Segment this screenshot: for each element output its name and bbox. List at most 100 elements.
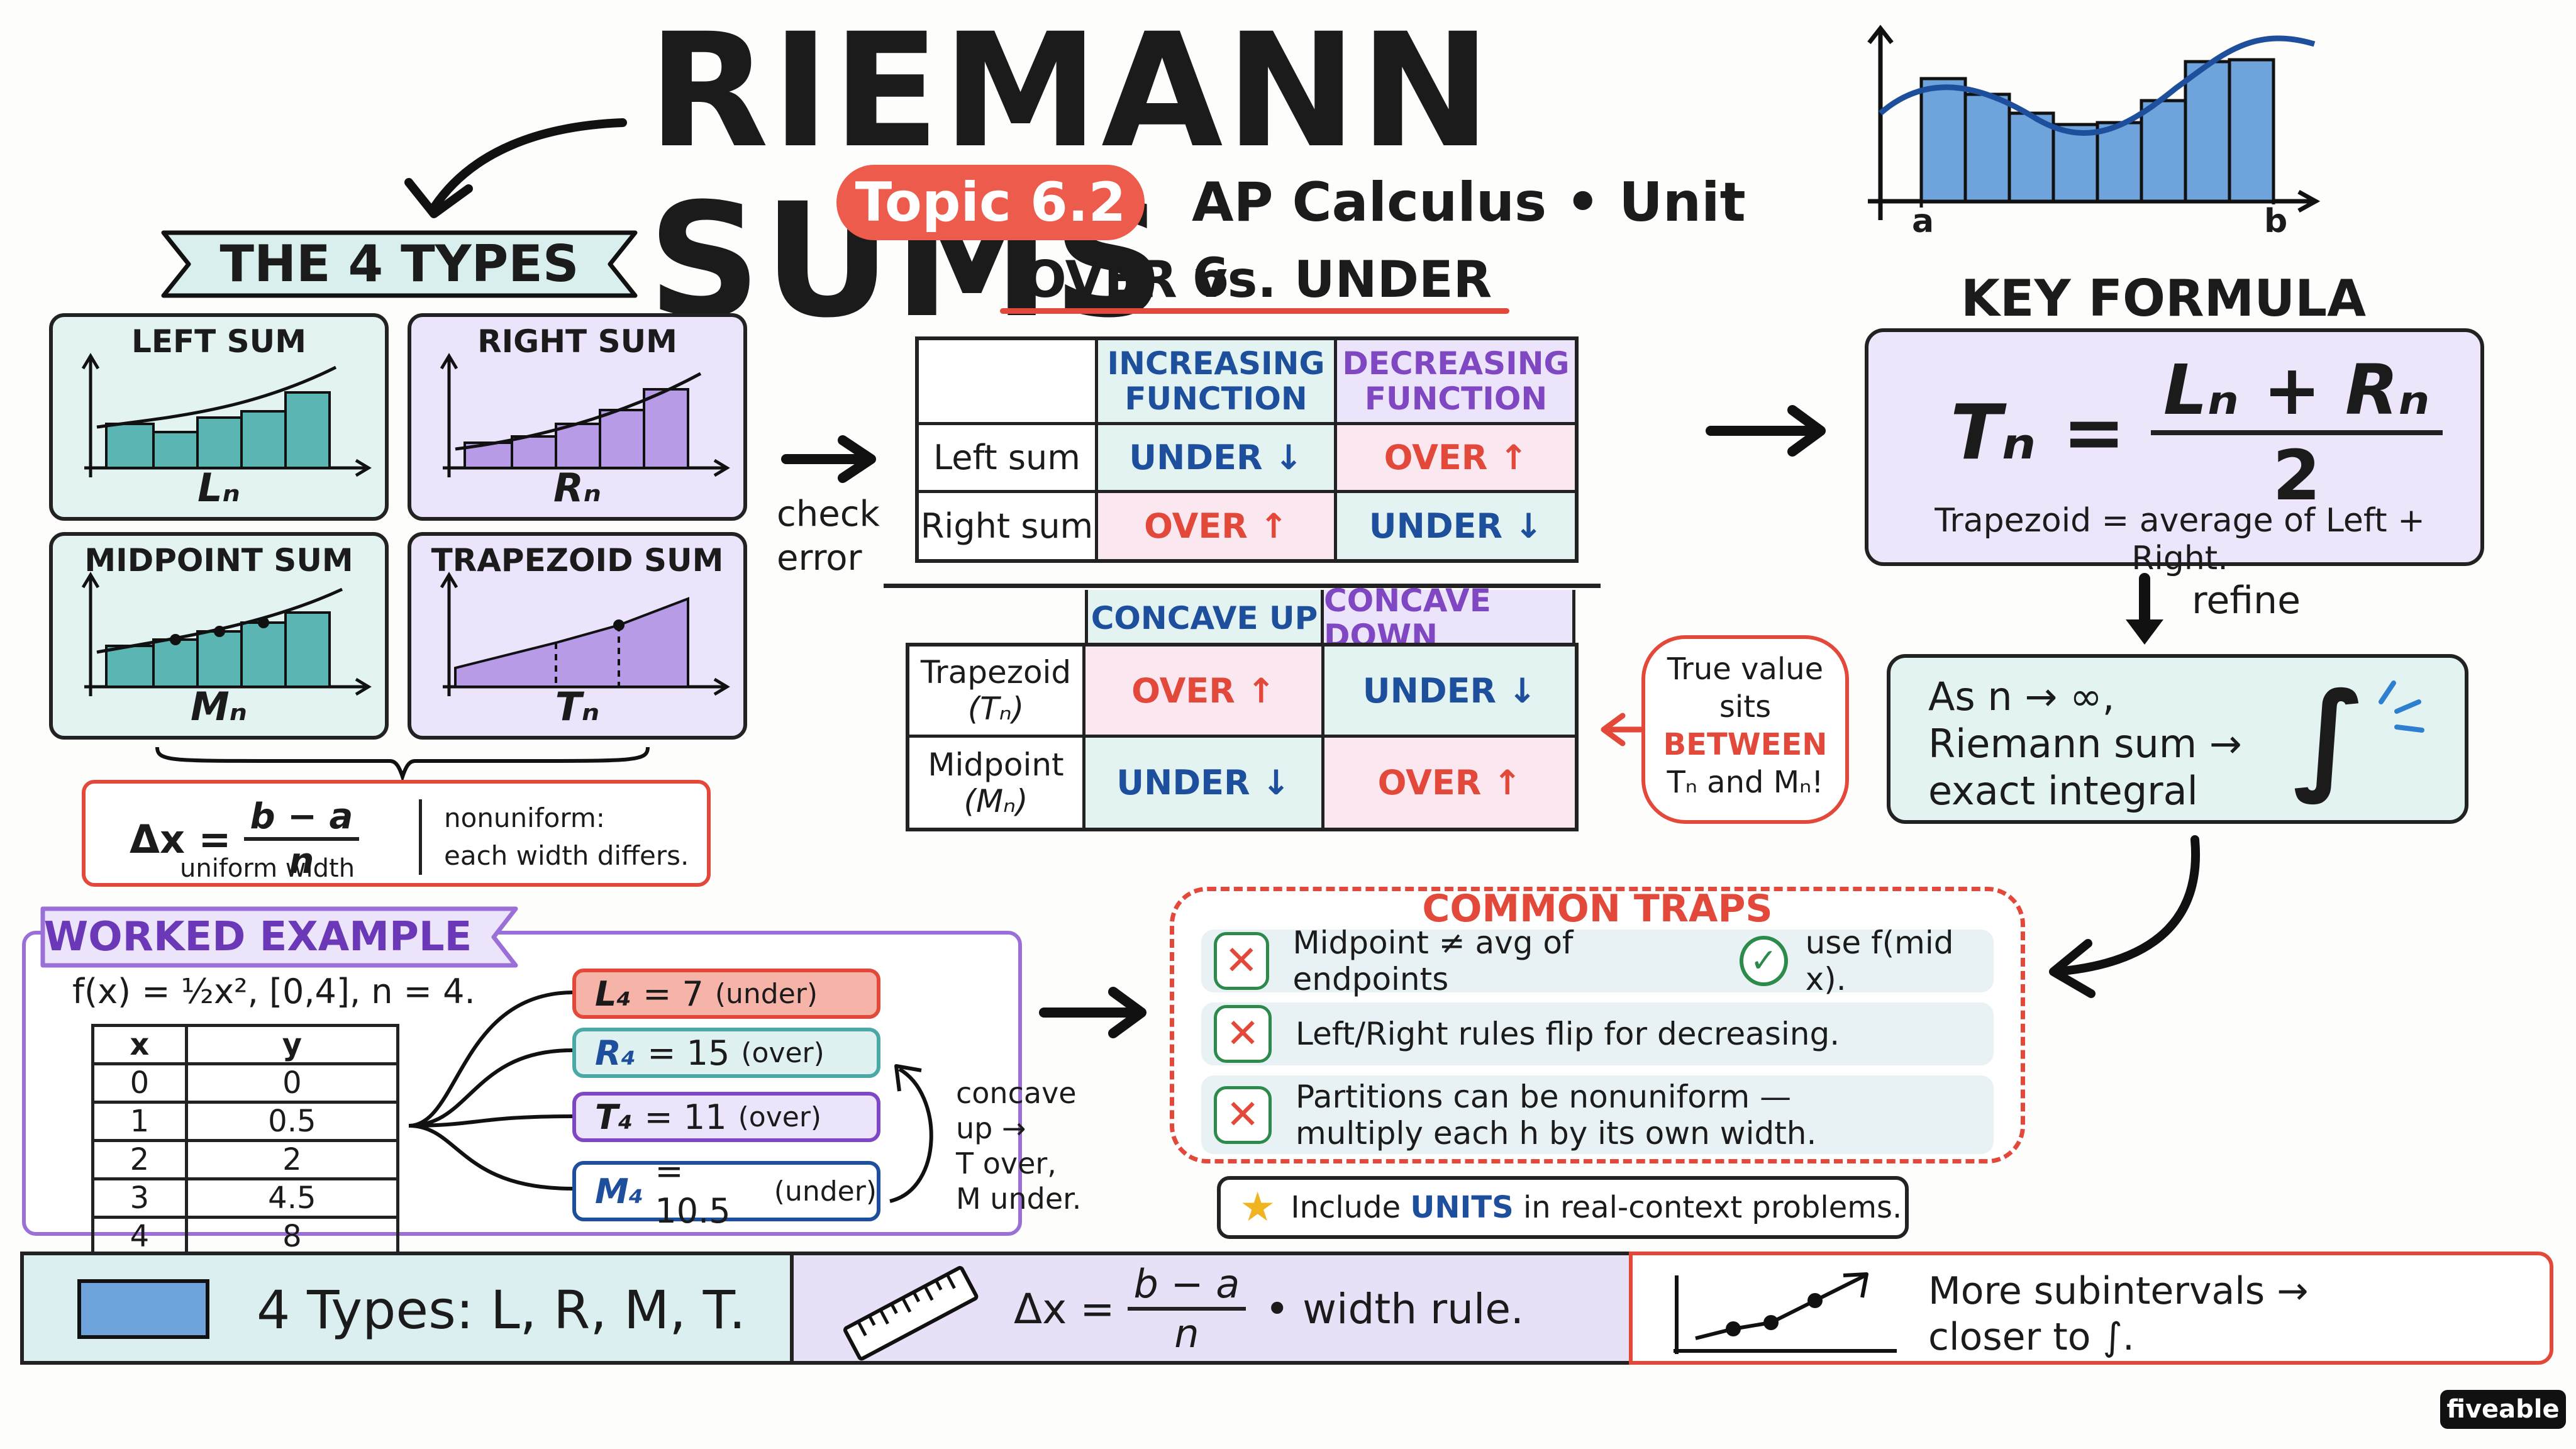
formula-arrow — [1706, 405, 1826, 457]
t1-head-inc-2: FUNCTION — [1124, 380, 1307, 417]
units-word: UNITS — [1410, 1190, 1514, 1225]
worked-problem: f(x) = ½x², [0,4], n = 4. — [72, 972, 475, 1011]
trap-3-text-2: multiply each h by its own width. — [1296, 1114, 1817, 1152]
graph-label-a: a — [1912, 203, 1935, 240]
worked-banner: WORKED EXAMPLE — [43, 914, 472, 960]
t2-row-mid-up: UNDER ↓ — [1085, 738, 1324, 828]
right-sum-graph — [440, 353, 730, 477]
result-t4-sym: T₄ — [595, 1097, 633, 1137]
topic-badge: Topic 6.2 — [836, 165, 1145, 240]
table-cell: 4 — [91, 1216, 188, 1257]
t1-row-right-inc: OVER ↑ — [1098, 493, 1337, 559]
concave-bracket-arrow — [889, 1064, 933, 1203]
trap-3-text: Partitions can be nonuniform — — [1296, 1078, 1792, 1115]
table-cell: 3 — [91, 1177, 188, 1219]
results-bracket — [408, 991, 573, 1191]
t1-row-right-label: Right sum — [919, 493, 1098, 559]
t1-row-left-inc: UNDER ↓ — [1098, 425, 1337, 493]
t2-row-mid-label: Midpoint (Mₙ) — [909, 738, 1085, 828]
result-r4-note: (over) — [741, 1036, 824, 1069]
concave-note-4: M under. — [956, 1182, 1082, 1216]
left-sum-title: LEFT SUM — [131, 323, 307, 360]
convergence-graph-icon — [1674, 1272, 1897, 1354]
t1-row-left-label: Left sum — [919, 425, 1098, 493]
t2-row-trap-label: Trapezoid (Tₙ) — [909, 647, 1085, 738]
worked-banner-shape — [40, 906, 518, 968]
table-cell: 0 — [184, 1062, 400, 1104]
nonuniform-label-2: each width differs. — [444, 840, 689, 871]
footer-more-subintervals: More subintervals → closer to ∫. — [1629, 1252, 2553, 1365]
trap-2-text: Left/Right rules flip for decreasing. — [1296, 1016, 1840, 1052]
table-cell: 0.5 — [184, 1101, 400, 1142]
t2-row-trap-down: UNDER ↓ — [1324, 647, 1575, 738]
result-r4-val: = 15 — [647, 1033, 730, 1073]
sparkle-icon — [2379, 680, 2424, 733]
t2-row-trap-up: OVER ↑ — [1085, 647, 1324, 738]
integral-icon: ∫ — [2293, 667, 2366, 806]
formula-caption: Trapezoid = average of Left + Right. — [1935, 502, 2425, 577]
note-line-2: sits — [1719, 689, 1772, 724]
table-cell: 0 — [91, 1062, 188, 1104]
result-l4: L₄ = 7 (under) — [572, 969, 880, 1019]
note-line-3: BETWEEN — [1663, 727, 1828, 762]
t1-head-increasing: INCREASING FUNCTION — [1098, 340, 1337, 425]
result-m4: M₄ = 10.5 (under) — [572, 1152, 880, 1231]
x-icon: ✕ — [1214, 1085, 1272, 1144]
trap-row-3: ✕ Partitions can be nonuniform — multipl… — [1201, 1075, 1994, 1154]
over-under-title: OVER vs. UNDER — [1023, 250, 1492, 309]
result-r4-sym: R₄ — [595, 1033, 636, 1073]
t2-head-concave-down: CONCAVE DOWN — [1324, 583, 1575, 653]
worked-table-head-x: x — [91, 1024, 188, 1065]
table-cell: 2 — [184, 1139, 400, 1180]
delta-x-prefix: Δx = — [130, 816, 231, 862]
footer-types-text: 4 Types: L, R, M, T. — [257, 1279, 746, 1341]
table-cell: 4.5 — [184, 1177, 400, 1219]
tables-divider — [884, 584, 1601, 588]
types-brace — [155, 747, 650, 783]
t1-head-blank — [919, 340, 1098, 425]
types-banner: THE 4 TYPES — [219, 235, 579, 293]
right-sum-panel: RIGHT SUM Rₙ — [408, 313, 747, 521]
midpoint-sum-panel: MIDPOINT SUM Mₙ — [49, 532, 389, 740]
footer-dx-num: b − a — [1127, 1261, 1246, 1311]
limit-line-3: exact integral — [1928, 768, 2198, 814]
trap-1-text: Midpoint ≠ avg of endpoints — [1292, 924, 1574, 997]
left-sum-graph — [81, 353, 372, 477]
midpoint-sum-symbol: Mₙ — [191, 684, 247, 730]
types-banner-shape — [161, 230, 638, 298]
check-error-line1: check — [777, 494, 880, 535]
concave-note-2: up → — [956, 1111, 1026, 1145]
traps-title: COMMON TRAPS — [1422, 887, 1773, 931]
footer-more-l1: More subintervals → — [1928, 1269, 2309, 1313]
worked-table-head-y: y — [184, 1024, 400, 1065]
concave-note-3: T over, — [956, 1146, 1057, 1180]
right-sum-title: RIGHT SUM — [477, 323, 677, 360]
true-value-note: True value sits BETWEEN Tₙ and Mₙ! — [1641, 635, 1849, 824]
trapezoid-sum-panel: TRAPEZOID SUM Tₙ — [408, 532, 747, 740]
t1-row-left-dec: OVER ↑ — [1337, 425, 1575, 493]
ruler-icon — [843, 1266, 979, 1361]
t2-head-concave-up: CONCAVE UP — [1085, 590, 1324, 647]
over-under-table-2: Trapezoid (Tₙ) OVER ↑ UNDER ↓ Midpoint (… — [906, 643, 1579, 831]
units-reminder: ★ Include UNITS in real-context problems… — [1217, 1176, 1909, 1239]
delta-x-denominator: n — [289, 841, 314, 882]
trap-row-2: ✕ Left/Right rules flip for decreasing. — [1201, 1002, 1994, 1065]
key-formula-box: Tₙ = Lₙ + Rₙ 2 Trapezoid = average of Le… — [1865, 328, 2484, 577]
t2-row-mid-down: OVER ↑ — [1324, 738, 1575, 828]
limit-line-1: As n → ∞, — [1928, 674, 2115, 719]
t2-trap-label-2: (Tₙ) — [967, 691, 1024, 727]
t2-head-up-text: CONCAVE UP — [1091, 600, 1318, 636]
traps-arrow — [2049, 835, 2200, 998]
footer-types: 4 Types: L, R, M, T. — [20, 1252, 794, 1365]
note-line-4: Tₙ and Mₙ! — [1667, 765, 1824, 800]
check-error-line2: error — [777, 538, 862, 579]
t1-head-dec-1: DECREASING — [1342, 345, 1570, 382]
result-t4: T₄ = 11 (over) — [572, 1092, 880, 1142]
trapezoid-sum-symbol: Tₙ — [555, 684, 600, 730]
graph-label-b: b — [2264, 203, 2288, 240]
